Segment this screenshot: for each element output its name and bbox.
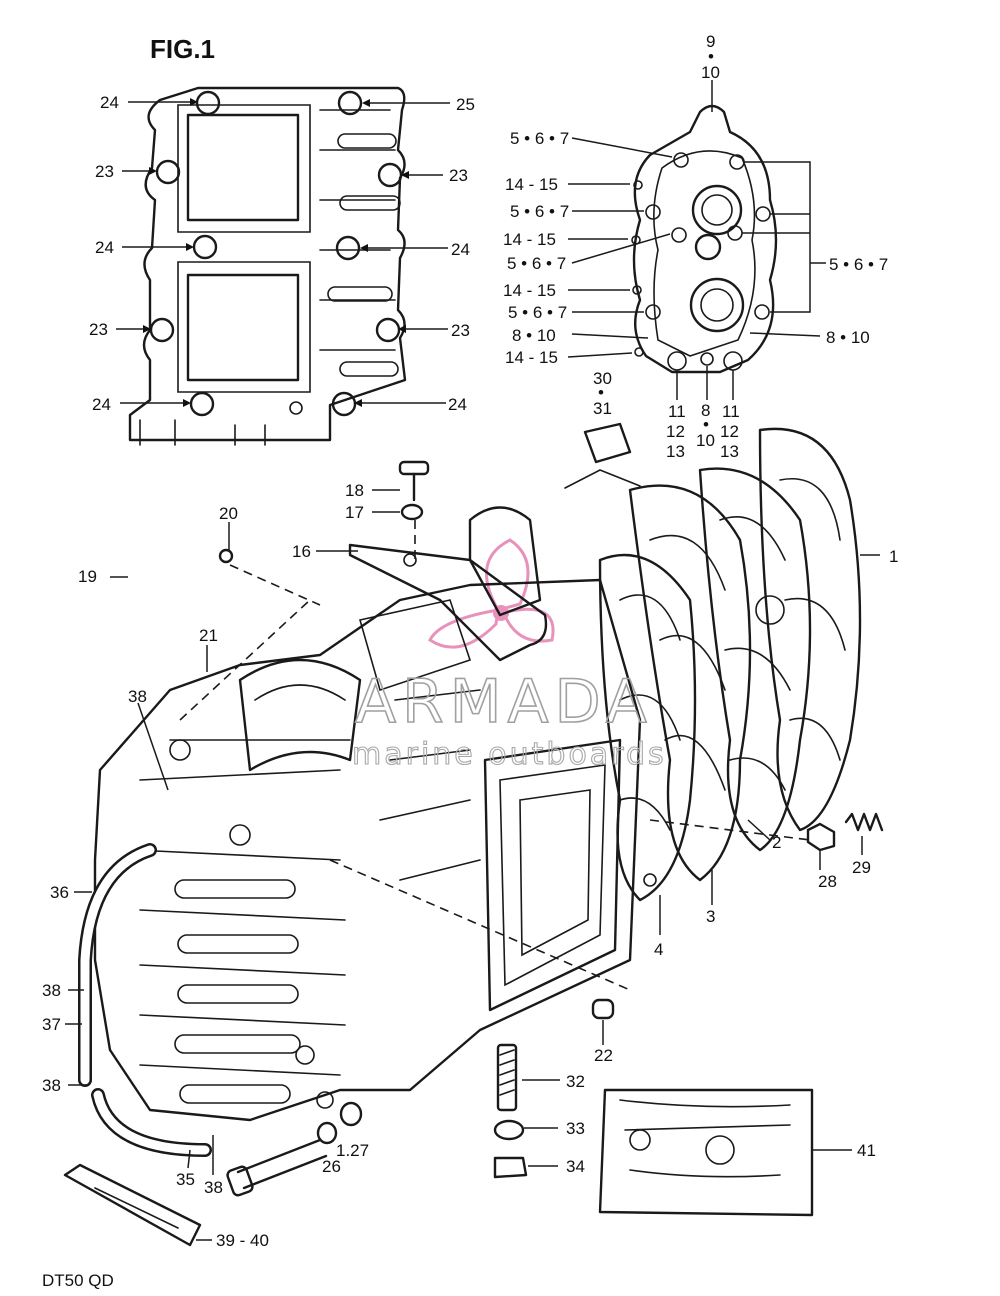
callout-18: 18 (345, 481, 364, 500)
washer-27 (339, 1101, 363, 1127)
callout-10: 10 (696, 431, 715, 450)
washer-33 (493, 1119, 525, 1141)
callout-27: 1.27 (336, 1141, 369, 1160)
callout-dot: • (708, 47, 714, 66)
cylinder-head-gasket-3 (628, 484, 752, 882)
callout-5-6-7: 5 • 6 • 7 (510, 129, 569, 148)
callout-24: 24 (451, 240, 470, 259)
callout-23: 23 (451, 321, 470, 340)
callout-4: 4 (654, 940, 663, 959)
callout-33: 33 (566, 1119, 585, 1138)
clip-20 (218, 548, 234, 564)
callout-13: 13 (666, 442, 685, 461)
stud-32 (496, 1043, 518, 1112)
callout-14-15: 14 - 15 (503, 230, 556, 249)
callout-34: 34 (566, 1157, 585, 1176)
callout-23: 23 (449, 166, 468, 185)
callout-38: 38 (42, 1076, 61, 1095)
callout-14-15: 14 - 15 (505, 348, 558, 367)
callout-36: 36 (50, 883, 69, 902)
callout-1: 1 (889, 547, 898, 566)
hose-36 (78, 843, 157, 1087)
callout-38: 38 (42, 981, 61, 1000)
callout-24: 24 (100, 93, 119, 112)
crankcase-block (93, 578, 642, 1122)
assembly-dashed-lines (179, 520, 811, 991)
washer-26 (316, 1121, 338, 1145)
callout-38: 38 (128, 687, 147, 706)
cylinder-head-2 (698, 467, 812, 852)
plate-39-40 (63, 1163, 202, 1247)
watermark-brand: ARMADA (355, 667, 653, 737)
bracket-plate (348, 506, 548, 662)
callout-39-40: 39 - 40 (216, 1231, 269, 1250)
callout-5-6-7: 5 • 6 • 7 (510, 202, 569, 221)
callout-22: 22 (594, 1046, 613, 1065)
callout-20: 20 (219, 504, 238, 523)
callout-37: 37 (42, 1015, 61, 1034)
figure-title: FIG.1 (150, 34, 215, 64)
cylinder-head-cover-1 (758, 427, 862, 832)
callout-dot: • (598, 383, 604, 402)
callout-dot: • (703, 415, 709, 434)
sensor-30-31 (564, 422, 641, 489)
callout-31: 31 (593, 399, 612, 418)
bolt-long (226, 1138, 328, 1197)
callout-8-10: 8 • 10 (512, 326, 556, 345)
callout-5-6-7: 5 • 6 • 7 (507, 254, 566, 273)
callout-24: 24 (95, 238, 114, 257)
callout-24: 24 (92, 395, 111, 414)
cylinder-gasket-top-view (128, 86, 407, 446)
callout-5-6-7: 5 • 6 • 7 (508, 303, 567, 322)
callout-3: 3 (706, 907, 715, 926)
callout-17: 17 (345, 503, 364, 522)
bolt-18 (398, 460, 430, 502)
cover-leader-lines (567, 80, 826, 400)
plug-28 (806, 822, 836, 852)
watermark-tagline: marine outboards (352, 737, 667, 772)
callout-2: 2 (772, 833, 781, 852)
callout-11: 11 (668, 402, 686, 421)
callout-38: 38 (204, 1178, 223, 1197)
dowel-22 (591, 998, 615, 1020)
callout-30: 30 (593, 369, 612, 388)
callout-5-6-7: 5 • 6 • 7 (829, 255, 888, 274)
nut-34 (493, 1156, 528, 1179)
callout-11: 11 (722, 402, 740, 421)
callout-29: 29 (852, 858, 871, 877)
gasket-leader-lines (116, 98, 450, 407)
callout-26: 26 (322, 1157, 341, 1176)
cylinder-head-gasket-4 (598, 553, 697, 902)
callout-10: 10 (701, 63, 720, 82)
hose-19 (119, 516, 215, 633)
callout-14-15: 14 - 15 (505, 175, 558, 194)
spring-29 (844, 812, 884, 832)
callout-12: 12 (720, 422, 739, 441)
callout-41: 41 (857, 1141, 876, 1160)
gasket-kit-41 (598, 1088, 814, 1217)
main-leader-lines (65, 489, 880, 1241)
callout-16: 16 (292, 542, 311, 561)
callout-32: 32 (566, 1072, 585, 1091)
callout-24: 24 (448, 395, 467, 414)
washer-17 (400, 503, 424, 521)
callout-21: 21 (199, 626, 218, 645)
callout-19: 19 (78, 567, 97, 586)
callout-8-10: 8 • 10 (826, 328, 870, 347)
callout-23: 23 (95, 162, 114, 181)
cylinder-head-cover-top-view (631, 104, 778, 374)
callout-8: 8 (701, 401, 710, 420)
callout-28: 28 (818, 872, 837, 891)
hose-35 (91, 1088, 212, 1157)
callout-35: 35 (176, 1170, 195, 1189)
callout-9: 9 (706, 32, 715, 51)
callout-13: 13 (720, 442, 739, 461)
callout-25: 25 (456, 95, 475, 114)
callout-23: 23 (89, 320, 108, 339)
callout-14-15: 14 - 15 (503, 281, 556, 300)
model-code: DT50 QD (42, 1271, 114, 1290)
callout-12: 12 (666, 422, 685, 441)
